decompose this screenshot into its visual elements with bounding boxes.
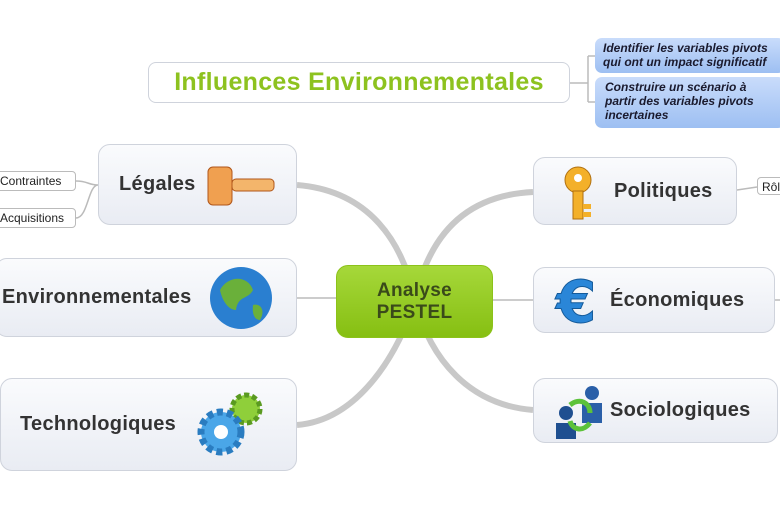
key-icon xyxy=(564,166,592,220)
note-line: Construire un scénario à xyxy=(605,80,747,94)
note-line: partir des variables pivots xyxy=(605,94,754,108)
branch-politiques[interactable]: Politiques xyxy=(533,157,737,225)
note-line: qui ont un impact significatif xyxy=(603,55,767,69)
branch-label: Sociologiques xyxy=(610,399,751,421)
branch-label: Légales xyxy=(119,173,196,195)
note-identifier[interactable]: Identifier les variables pivots qui ont … xyxy=(595,38,780,73)
branch-environnementales[interactable]: Environnementales xyxy=(0,258,297,337)
branch-legales[interactable]: Légales xyxy=(98,144,297,225)
center-line2: PESTEL xyxy=(376,301,453,323)
center-node[interactable]: Analyse PESTEL xyxy=(336,265,493,338)
gavel-icon xyxy=(207,166,275,206)
leaf-contraintes[interactable]: Contraintes xyxy=(0,171,76,191)
branch-label: Technologiques xyxy=(20,413,177,435)
branch-label: Politiques xyxy=(614,179,713,202)
svg-text:€: € xyxy=(554,272,597,330)
note-construire[interactable]: Construire un scénario à partir des vari… xyxy=(595,77,780,128)
center-line1: Analyse xyxy=(377,279,452,301)
branch-label: Économiques xyxy=(610,288,745,311)
branch-technologiques[interactable]: Technologiques xyxy=(0,378,297,471)
note-line: incertaines xyxy=(605,108,669,122)
branch-label: Environnementales xyxy=(2,286,192,308)
gears-icon xyxy=(197,392,263,456)
people-icon xyxy=(556,386,602,439)
leaf-acquisitions[interactable]: Acquisitions xyxy=(0,208,76,228)
branch-economiques[interactable]: € Économiques xyxy=(533,267,775,333)
euro-icon: € xyxy=(554,272,597,330)
branch-sociologiques[interactable]: Sociologiques xyxy=(533,378,778,443)
leaf-roles[interactable]: Rôles xyxy=(757,177,780,195)
topic-influences-environnementales[interactable]: Influences Environnementales xyxy=(148,62,570,103)
globe-icon xyxy=(210,267,272,329)
note-line: Identifier les variables pivots xyxy=(603,41,768,55)
